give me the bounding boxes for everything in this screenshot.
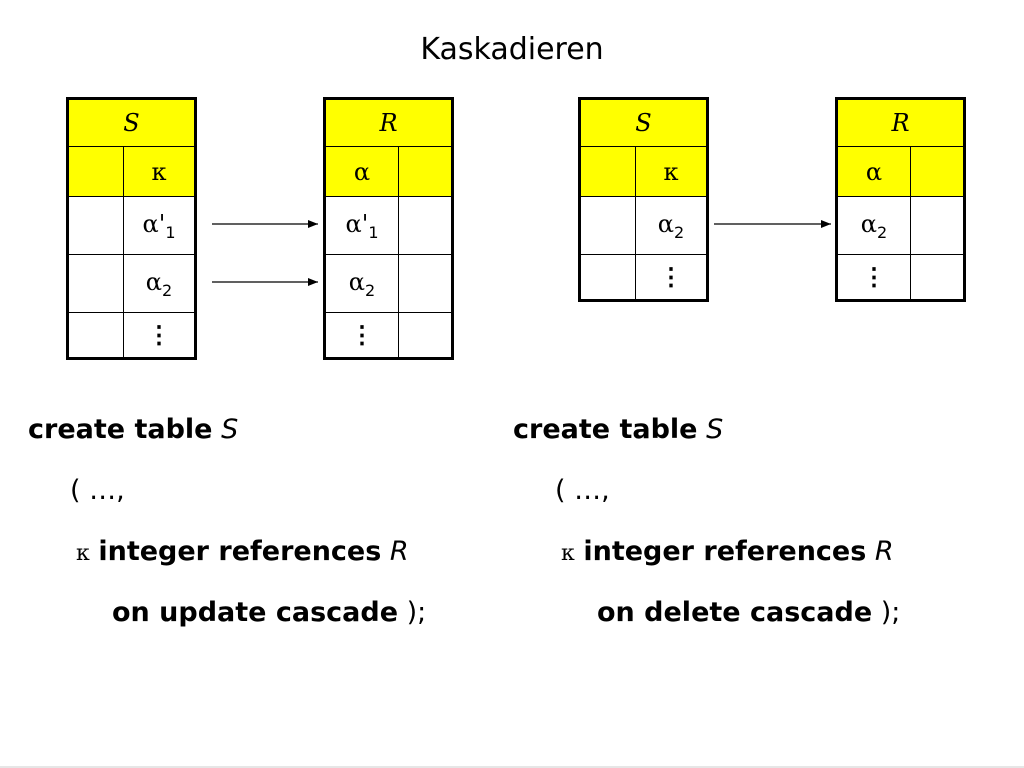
empty-cell <box>910 254 965 301</box>
empty-cell <box>910 146 965 197</box>
paren-open: ( …, <box>70 475 125 506</box>
left-table-r: R α α'1 α2 ⋮ <box>323 97 454 360</box>
kappa-symbol: κ <box>76 541 90 566</box>
table-name: R <box>836 98 965 147</box>
left-table-s: S κ α'1 α2 ⋮ <box>66 97 197 360</box>
referenced-table: R <box>389 536 409 567</box>
ellipsis-cell: ⋮ <box>836 254 911 301</box>
keyword-create-table: create table <box>513 414 698 445</box>
table-name: S <box>579 98 708 147</box>
table-name-ref: S <box>221 414 239 445</box>
kappa-column-header: κ <box>635 146 708 197</box>
empty-cell <box>67 312 124 359</box>
empty-cell <box>579 254 636 301</box>
table-name: R <box>324 98 453 147</box>
ellipsis-cell: ⋮ <box>324 312 399 359</box>
empty-cell <box>579 146 636 197</box>
empty-cell <box>398 146 453 197</box>
empty-cell <box>398 254 453 313</box>
right-table-r: R α α2 ⋮ <box>835 97 966 302</box>
paren-open: ( …, <box>555 475 610 506</box>
keyword-create-table: create table <box>28 414 213 445</box>
table-name: S <box>67 98 196 147</box>
empty-cell <box>67 146 124 197</box>
kappa-symbol: κ <box>561 541 575 566</box>
empty-cell <box>398 312 453 359</box>
slide-title: Kaskadieren <box>420 32 604 67</box>
right-table-s: S κ α2 ⋮ <box>578 97 709 302</box>
keyword-on-delete-cascade: on delete cascade <box>597 597 873 628</box>
right-sql-code: create table S ( …, κ integer references… <box>513 399 900 643</box>
ellipsis-cell: ⋮ <box>635 254 708 301</box>
alpha-cell: α'1 <box>324 196 399 255</box>
ellipsis-cell: ⋮ <box>123 312 196 359</box>
referenced-table: R <box>874 536 894 567</box>
keyword-integer-references: integer references <box>583 536 867 567</box>
empty-cell <box>398 196 453 255</box>
footer-divider <box>0 766 1024 768</box>
alpha-cell: α2 <box>123 254 196 313</box>
alpha-cell: α'1 <box>123 196 196 255</box>
paren-close: ); <box>406 597 427 628</box>
table-name-ref: S <box>706 414 724 445</box>
left-sql-code: create table S ( …, κ integer references… <box>28 399 426 643</box>
keyword-on-update-cascade: on update cascade <box>112 597 399 628</box>
paren-close: ); <box>880 597 901 628</box>
alpha-cell: α2 <box>635 196 708 255</box>
keyword-integer-references: integer references <box>98 536 382 567</box>
alpha-cell: α2 <box>324 254 399 313</box>
alpha-column-header: α <box>836 146 911 197</box>
